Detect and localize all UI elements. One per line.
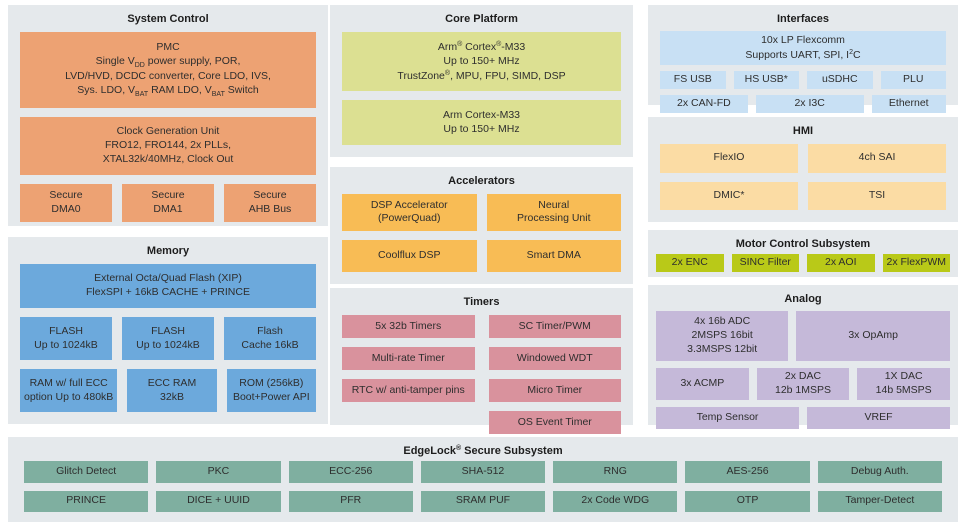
sha-512-block: SHA-512 (420, 461, 546, 483)
hs-usb-block: HS USB* (733, 71, 799, 89)
glitch-detect-block: Glitch Detect (24, 461, 149, 483)
tamper-detect-block: Tamper-Detect (817, 490, 942, 512)
motor-control-title: Motor Control Subsystem (735, 238, 871, 250)
flexio-block: FlexIO (660, 144, 798, 173)
code-wdg-block: 2x Code WDG (553, 490, 678, 512)
otp-block: OTP (685, 490, 810, 512)
flexpwm-block: 2x FlexPWM (882, 254, 950, 272)
external-flash-block: External Octa/Quad Flash (XIP)FlexSPI + … (20, 264, 316, 308)
aoi-block: 2x AOI (807, 254, 875, 272)
analog-title: Analog (784, 293, 822, 305)
memory-title: Memory (146, 245, 190, 257)
dmic-block: DMIC* (660, 181, 798, 210)
hmi-title: HMI (792, 125, 814, 137)
acmp-block: 3x ACMP (656, 368, 749, 400)
micro-timer-block: Micro Timer (488, 379, 621, 402)
windowed-wdt-block: Windowed WDT (488, 347, 621, 370)
opamp-block: 3x OpAmp (796, 311, 950, 361)
ecc-256-block: ECC-256 (288, 461, 413, 483)
debug-auth-block: Debug Auth. (817, 461, 942, 483)
prince-block: PRINCE (24, 490, 149, 512)
plu-block: PLU (880, 71, 946, 89)
os-event-timer-block: OS Event Timer (488, 411, 621, 434)
vref-block: VREF (807, 406, 950, 429)
powerquad-block: DSP Accelerator(PowerQuad) (342, 194, 477, 231)
accelerators-panel: Accelerators DSP Accelerator(PowerQuad) … (330, 167, 633, 284)
timers-title: Timers (463, 296, 500, 308)
pfr-block: PFR (288, 490, 413, 512)
hmi-panel: HMI FlexIO 4ch SAI DMIC* TSI (648, 117, 958, 222)
sram-puf-block: SRAM PUF (420, 490, 546, 512)
i3c-block: 2x I3C (755, 94, 864, 113)
timers-panel: Timers 5x 32b Timers Multi-rate Timer RT… (330, 288, 633, 434)
dice-uuid-block: DICE + UUID (156, 490, 281, 512)
sc-timer-pwm-block: SC Timer/PWM (488, 315, 621, 338)
core-platform-title: Core Platform (445, 13, 518, 25)
ethernet-block: Ethernet (871, 94, 946, 113)
rtc-block: RTC w/ anti-tamper pins (342, 379, 475, 402)
accelerators-title: Accelerators (448, 175, 515, 187)
rom-block: ROM (256kB)Boot+Power API (226, 369, 316, 412)
sinc-filter-block: SINC Filter (731, 254, 799, 272)
multi-rate-timer-block: Multi-rate Timer (342, 347, 475, 370)
motor-control-panel: Motor Control Subsystem 2x ENC SINC Filt… (648, 230, 958, 277)
smart-dma-block: Smart DMA (486, 239, 621, 272)
tsi-block: TSI (808, 181, 946, 210)
rng-block: RNG (553, 461, 678, 483)
coolflux-dsp-block: Coolflux DSP (342, 239, 477, 272)
temp-sensor-block: Temp Sensor (656, 406, 799, 429)
sai-block: 4ch SAI (808, 144, 946, 173)
aes-256-block: AES-256 (685, 461, 810, 483)
enc-block: 2x ENC (656, 254, 724, 272)
edgelock-panel: EdgeLock® Secure Subsystem Glitch Detect… (8, 437, 958, 522)
can-fd-block: 2x CAN-FD (660, 94, 748, 113)
edgelock-title: EdgeLock® Secure Subsystem (403, 445, 563, 457)
fs-usb-block: FS USB (660, 71, 726, 89)
interfaces-title: Interfaces (777, 13, 829, 25)
pkc-block: PKC (156, 461, 281, 483)
32b-timers-block: 5x 32b Timers (342, 315, 475, 338)
usdhc-block: uSDHC (807, 71, 873, 89)
memory-panel: Memory External Octa/Quad Flash (XIP)Fle… (8, 237, 328, 424)
system-control-title: System Control (127, 13, 209, 25)
